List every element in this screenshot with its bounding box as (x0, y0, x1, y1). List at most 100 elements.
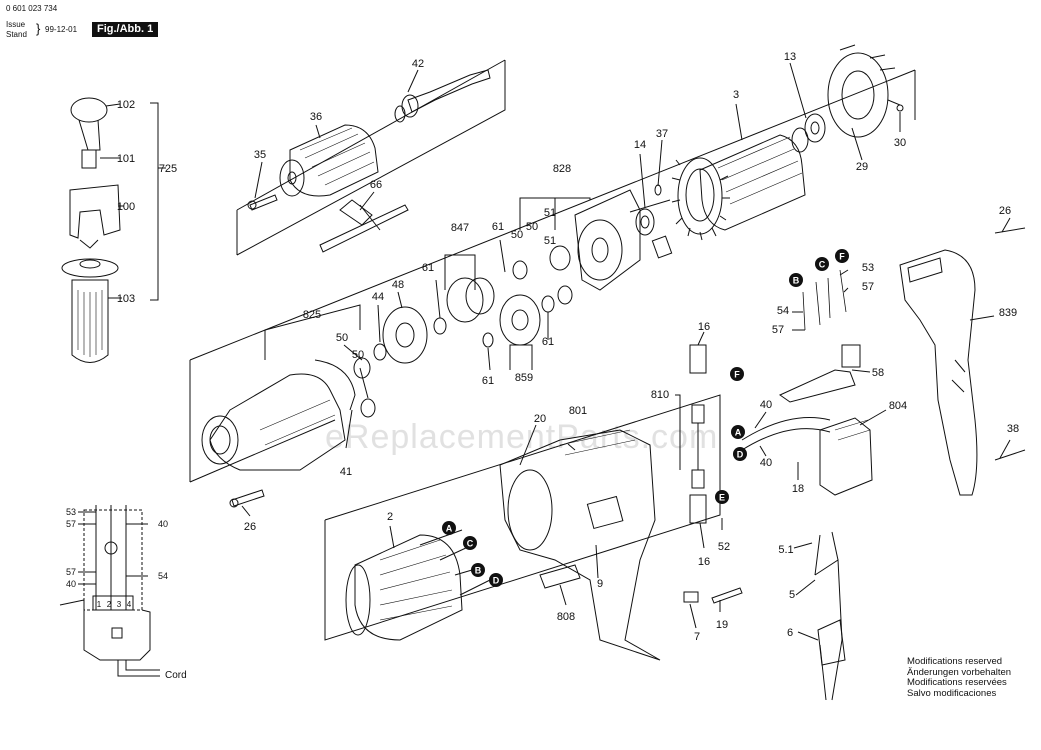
part-callout-804: 804 (889, 400, 907, 412)
connection-marker-d: D (489, 573, 503, 587)
connection-marker-a: A (442, 521, 456, 535)
panel-line (189, 419, 336, 483)
part-callout-14: 14 (634, 139, 646, 151)
modifications-notice: Modifications reserved Änderungen vorbeh… (907, 656, 1011, 699)
part-callout-103: 103 (117, 293, 135, 305)
part-callout-16: 16 (698, 321, 710, 333)
gear-housing (201, 359, 356, 508)
part-callout-50: 50 (352, 349, 364, 361)
part-callout-50: 50 (526, 221, 538, 233)
panel-line (236, 60, 506, 256)
svg-text:C: C (467, 539, 474, 549)
armature-group (629, 113, 826, 241)
part-callout-29: 29 (856, 161, 868, 173)
brush-springs (802, 269, 847, 331)
note-es: Salvo modificaciones (907, 687, 997, 699)
connection-marker-f: F (730, 367, 744, 381)
note-fr: Modifications reservées (907, 677, 1007, 688)
part-number: 0 601 023 734 (6, 4, 58, 13)
part-callout-20: 20 (534, 413, 546, 425)
cord-label: Cord (165, 670, 187, 681)
connection-marker-a: A (731, 425, 745, 439)
part-callout-801: 801 (569, 405, 587, 417)
issue-label: Issue (6, 20, 26, 29)
gear-plate (574, 184, 673, 291)
part-callout-30: 30 (894, 137, 906, 149)
part-callout-839: 839 (999, 307, 1017, 319)
part-callout-5-1: 5.1 (778, 544, 793, 556)
power-cord (814, 531, 846, 701)
part-callout-825: 825 (303, 309, 321, 321)
part-callout-101: 101 (117, 153, 135, 165)
part-callout-2: 2 (387, 511, 393, 523)
part-callout-859: 859 (515, 372, 533, 384)
part-callout-13: 13 (784, 51, 796, 63)
connection-marker-c: C (815, 257, 829, 271)
part-callout-40: 40 (760, 399, 772, 411)
part-callout-16: 16 (698, 556, 710, 568)
part-callout-41: 41 (340, 466, 352, 478)
motor-housing (499, 429, 661, 661)
schematic-label: 53 (66, 507, 76, 517)
chuck-group (247, 69, 491, 253)
schematic-label: 40 (66, 579, 76, 589)
part-callout-37: 37 (656, 128, 668, 140)
part-callout-3: 3 (733, 89, 739, 101)
part-callout-57: 57 (772, 324, 784, 336)
part-callout-19: 19 (716, 619, 728, 631)
connection-marker-e: E (715, 490, 729, 504)
part-callout-48: 48 (392, 279, 404, 291)
terminal-number: 2 (107, 600, 112, 609)
terminal-number: 3 (117, 600, 122, 609)
part-callout-6: 6 (787, 627, 793, 639)
part-callout-53: 53 (862, 262, 874, 274)
svg-text:A: A (446, 524, 453, 534)
side-handle-assembly (61, 97, 121, 363)
rear-handle (899, 227, 1026, 496)
part-callout-7: 7 (694, 631, 700, 643)
part-callout-828: 828 (553, 163, 571, 175)
part-callout-61: 61 (482, 375, 494, 387)
figure-label: Fig./Abb. 1 (92, 22, 159, 37)
part-callout-38: 38 (1007, 423, 1019, 435)
part-callout-810: 810 (651, 389, 669, 401)
part-callout-61: 61 (542, 336, 554, 348)
part-callout-61: 61 (422, 262, 434, 274)
part-callout-100: 100 (117, 201, 135, 213)
part-callout-18: 18 (792, 483, 804, 495)
connection-marker-b: B (471, 563, 485, 577)
part-callout-26: 26 (999, 205, 1011, 217)
field-stator (345, 534, 463, 641)
note-en: Modifications reserved (907, 656, 1003, 667)
part-callout-57: 57 (862, 281, 874, 293)
part-callout-54: 54 (777, 305, 789, 317)
issue-date: 99-12-01 (45, 25, 78, 34)
part-callout-5: 5 (789, 589, 795, 601)
part-callout-40: 40 (760, 457, 772, 469)
panel-line (324, 394, 721, 641)
schematic-label: 57 (66, 519, 76, 529)
carbon-brush-holders (683, 344, 743, 604)
part-callout-725: 725 (159, 163, 177, 175)
part-callout-847: 847 (451, 222, 469, 234)
panel-line (236, 59, 506, 211)
part-callout-66: 66 (370, 179, 382, 191)
gear-train (353, 245, 573, 418)
part-callout-51: 51 (544, 235, 556, 247)
part-callout-58: 58 (872, 367, 884, 379)
part-callout-26: 26 (244, 521, 256, 533)
svg-text:B: B (475, 566, 482, 576)
svg-text:A: A (735, 428, 742, 438)
part-callout-44: 44 (372, 291, 384, 303)
schematic-label: 54 (158, 571, 168, 581)
stand-label: Stand (6, 30, 27, 39)
connection-marker-d: D (733, 447, 747, 461)
svg-text:D: D (493, 576, 500, 586)
switch (741, 344, 873, 496)
terminal-number: 1 (97, 600, 102, 609)
watermark: eReplacementParts.com (325, 418, 719, 456)
svg-text:C: C (819, 260, 826, 270)
connection-marker-b: B (789, 273, 803, 287)
